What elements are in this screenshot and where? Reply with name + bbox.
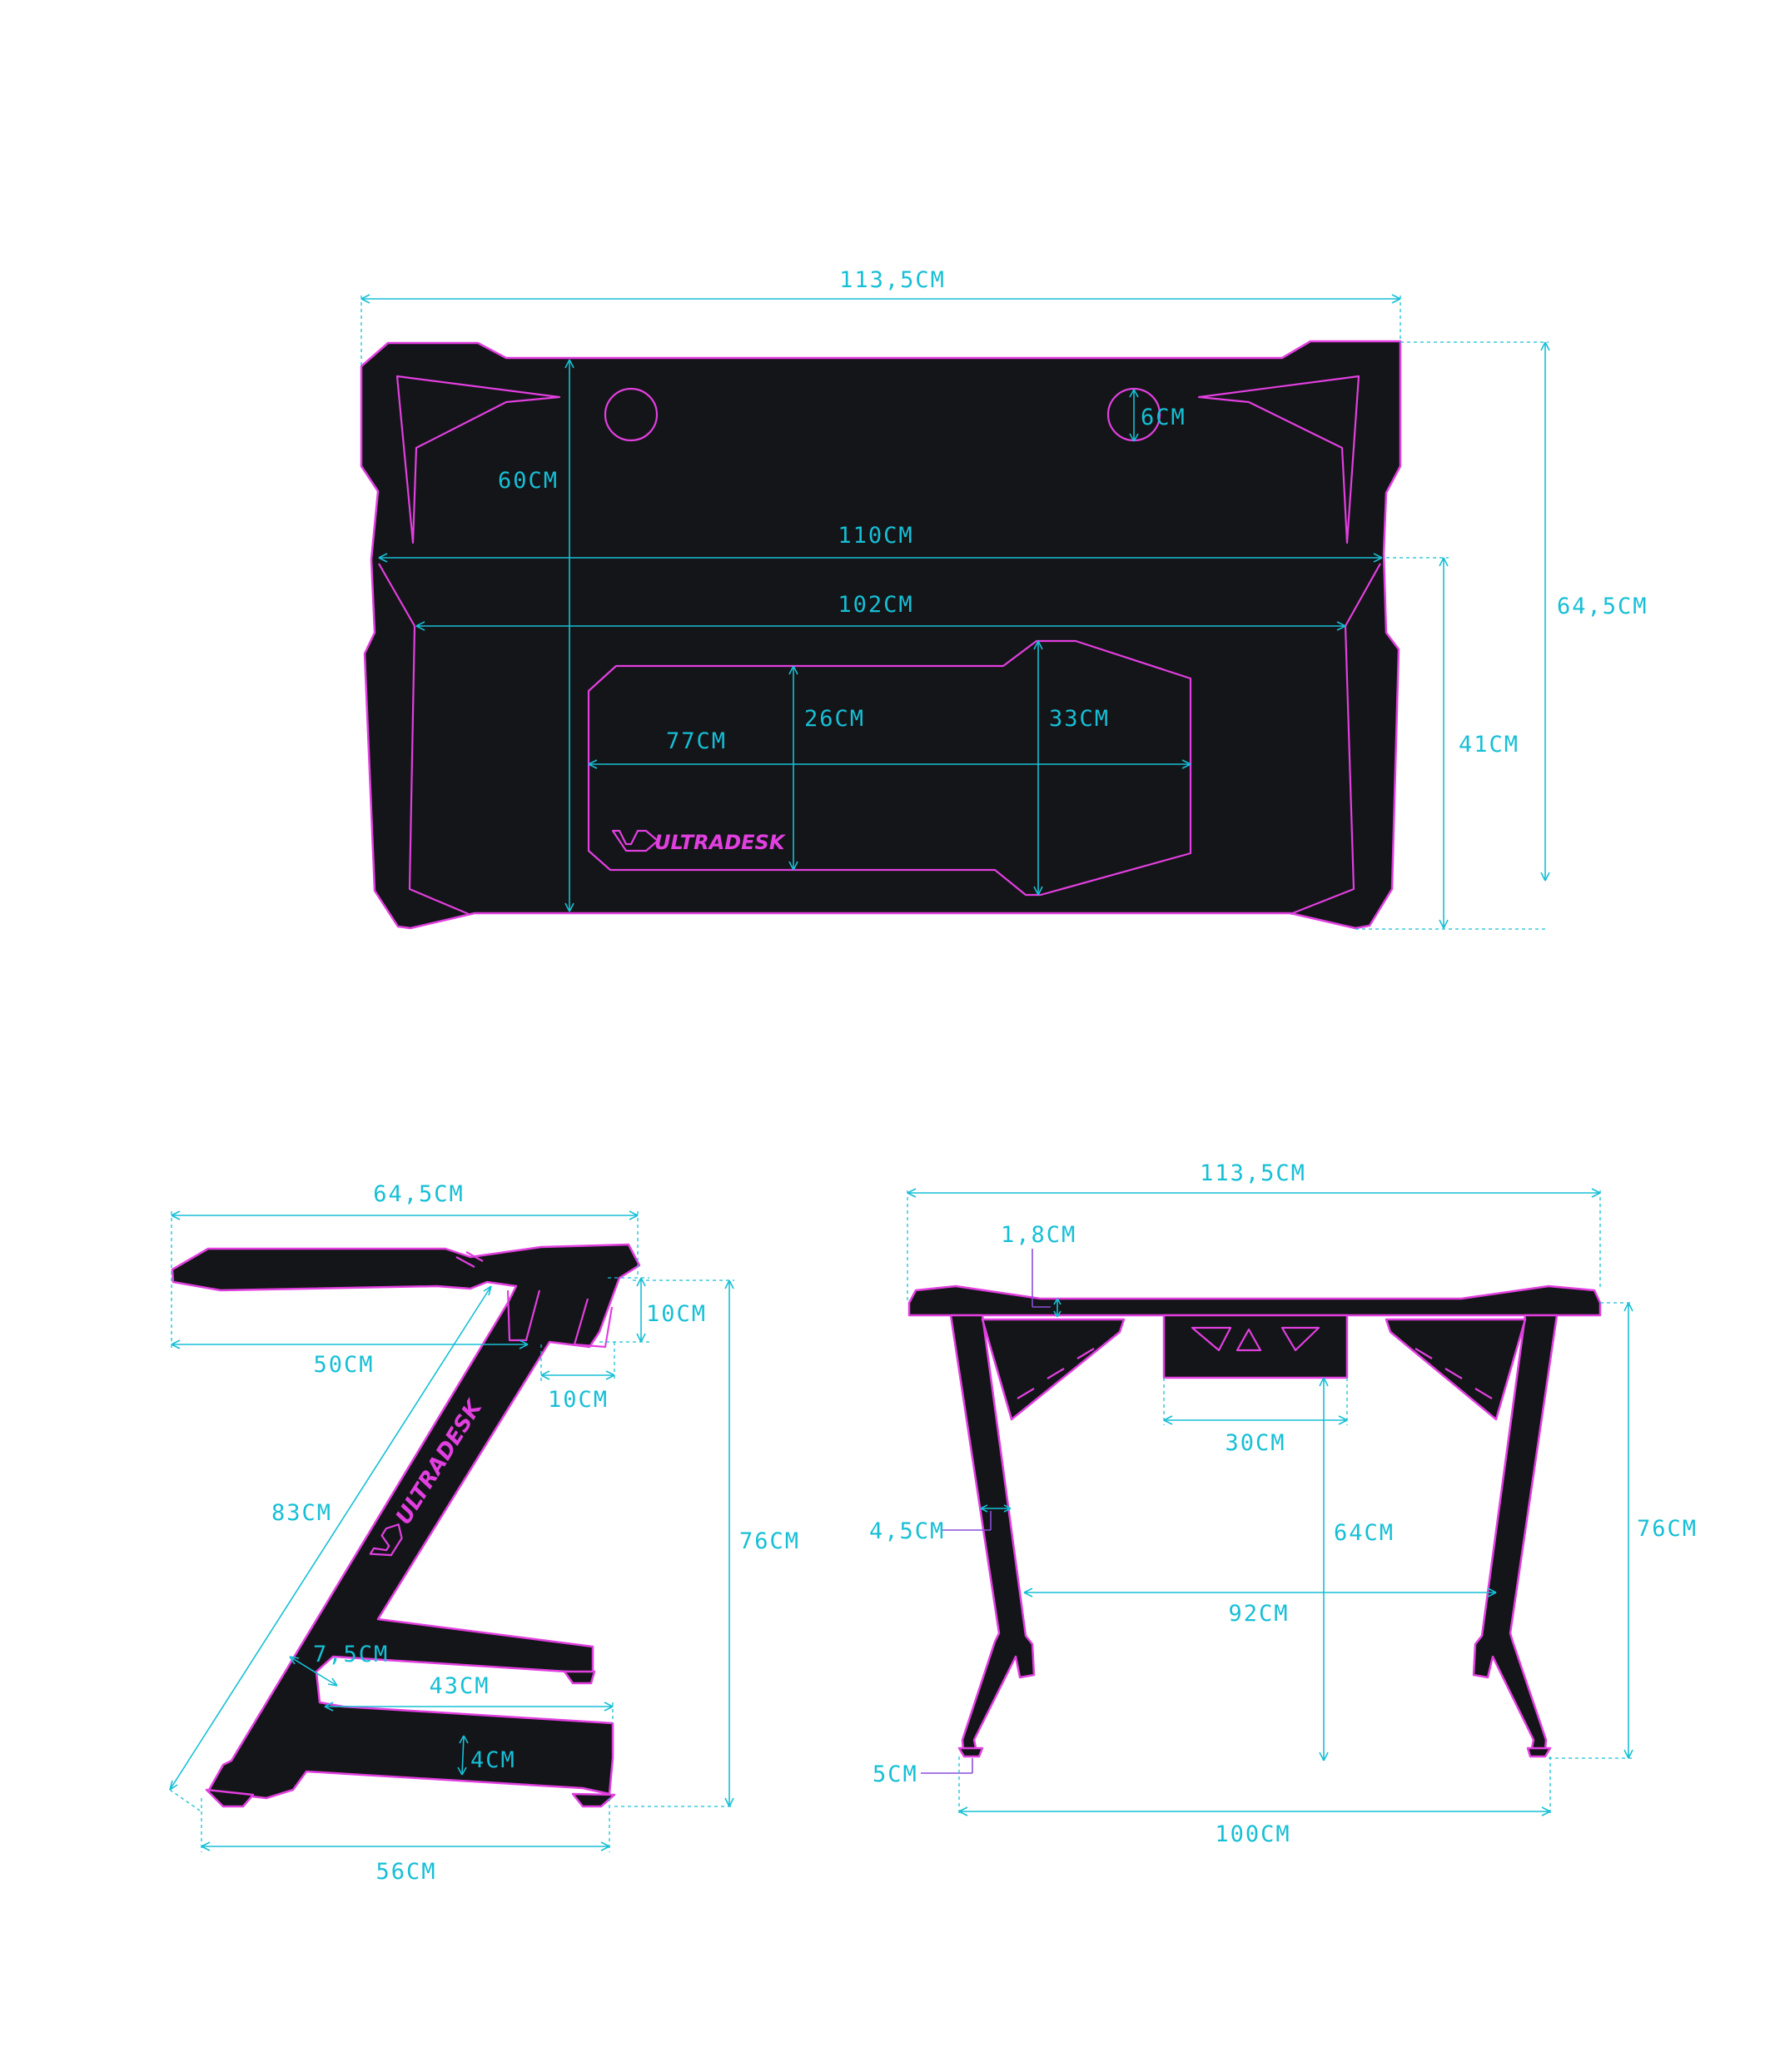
top-view-desk-outline — [360, 340, 1402, 930]
side-base-length-label: 56CM — [375, 1859, 436, 1885]
side-height-label: 76CM — [739, 1528, 800, 1554]
front-brace-slots — [1017, 1348, 1493, 1399]
hole-diameter-label: 6CM — [1141, 405, 1186, 430]
side-top-depth-label: 50CM — [313, 1352, 374, 1378]
side-overall-depth-label: 64,5CM — [373, 1181, 465, 1207]
front-tabletop-outline — [907, 1284, 1602, 1317]
mousepad-depth-left-label: 26CM — [804, 706, 865, 732]
front-clearance-label: 64CM — [1334, 1520, 1395, 1546]
front-left-leg — [949, 1314, 1036, 1752]
side-foot-height-line — [461, 1735, 465, 1776]
front-left-brace — [981, 1318, 1126, 1421]
side-view: ULTRADESK 64,5CM 50CM 10CM 10CM 83CM 76C… — [169, 1181, 800, 1885]
front-view: 113,5CM 1,8CM 30CM 4,5CM 64CM 92CM 76CM … — [869, 1160, 1698, 1847]
ultradesk-logo-icon — [611, 829, 659, 852]
front-right-brace — [1385, 1318, 1527, 1421]
front-right-corner-accent — [1290, 563, 1381, 916]
front-width-label: 110CM — [838, 523, 913, 549]
side-rail-detail — [506, 1289, 614, 1349]
mousepad-length-label: 77CM — [666, 728, 727, 754]
top-left-corner-accent — [395, 375, 561, 544]
side-beam-width-line — [289, 1656, 338, 1687]
top-right-corner-accent — [1197, 375, 1360, 544]
front-foot-size-label: 5CM — [873, 1761, 918, 1787]
front-right-foot — [1526, 1747, 1552, 1758]
side-diagonal-length-line — [169, 1285, 492, 1791]
front-right-leg — [1472, 1314, 1559, 1752]
front-box-width-label: 30CM — [1225, 1430, 1285, 1456]
front-left-corner-accent — [378, 563, 470, 916]
side-foot-length-label: 43CM — [429, 1673, 490, 1699]
mousepad-depth-right-label: 33CM — [1049, 706, 1110, 732]
side-rail-width-label: 10CM — [548, 1387, 609, 1413]
mousepad-outline — [587, 639, 1192, 897]
side-beam-width-label: 7,5CM — [313, 1642, 389, 1667]
front-overall-width-label: 113,5CM — [1200, 1160, 1306, 1186]
front-depth-label: 41CM — [1459, 732, 1519, 758]
front-inner-width-label: 92CM — [1228, 1601, 1289, 1627]
top-overall-width-label: 113,5CM — [839, 267, 946, 293]
front-base-width-label: 100CM — [1215, 1821, 1290, 1847]
top-view: ULTRADESK 113,5CM 64,5CM 60CM 6CM 110CM … — [360, 267, 1648, 930]
side-foot-front — [571, 1792, 616, 1808]
side-foot-rear — [205, 1788, 255, 1808]
front-height-label: 76CM — [1637, 1516, 1698, 1542]
front-top-thickness-label: 1,8CM — [1001, 1222, 1076, 1248]
side-rail-height-label: 10CM — [646, 1301, 707, 1327]
front-left-foot — [957, 1747, 984, 1758]
inner-width-label: 102CM — [838, 592, 913, 618]
front-box-cutouts — [1191, 1326, 1320, 1352]
mousepad-logo: ULTRADESK — [611, 829, 787, 854]
left-cable-hole — [604, 387, 659, 442]
front-center-box — [1162, 1314, 1349, 1379]
front-leg-width-label: 4,5CM — [869, 1518, 945, 1544]
side-diagonal-length-label: 83CM — [271, 1500, 332, 1526]
side-foot-height-label: 4CM — [470, 1747, 516, 1773]
side-view-frame-outline — [171, 1243, 641, 1800]
side-foot-middle — [563, 1670, 596, 1685]
side-top-edge-detail — [455, 1251, 484, 1268]
top-overall-depth-label: 64,5CM — [1557, 594, 1648, 619]
mousepad-logo-text: ULTRADESK — [654, 831, 787, 854]
top-depth-label: 60CM — [498, 468, 559, 494]
side-logo-icon — [369, 1523, 403, 1557]
